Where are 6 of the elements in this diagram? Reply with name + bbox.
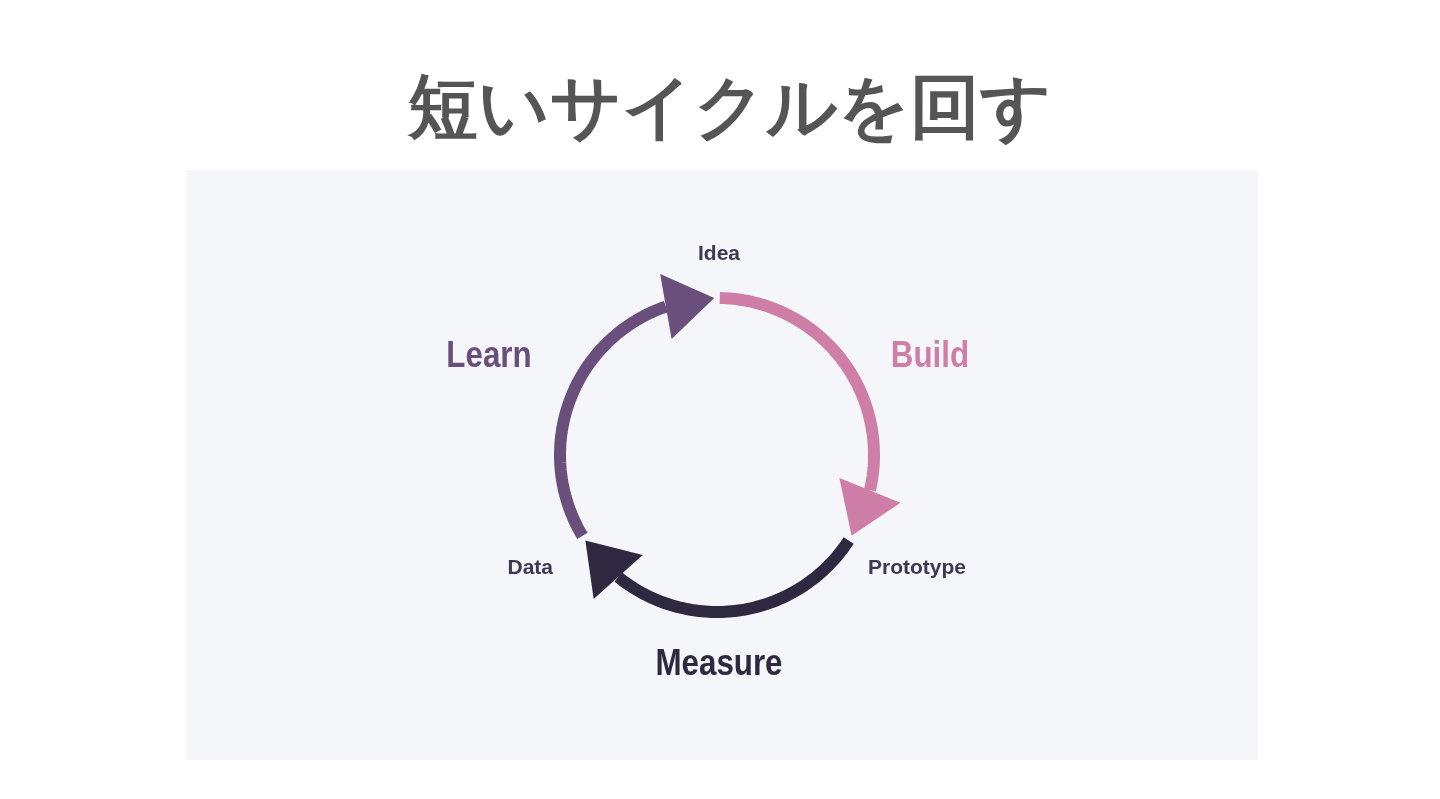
- node-label: Idea: [698, 240, 740, 266]
- cycle-arrow: [585, 537, 854, 618]
- cycle-arrow: [717, 292, 901, 536]
- cycle-arrow: [554, 274, 715, 539]
- node-label: Prototype: [868, 554, 966, 580]
- node-label: Data: [507, 554, 553, 580]
